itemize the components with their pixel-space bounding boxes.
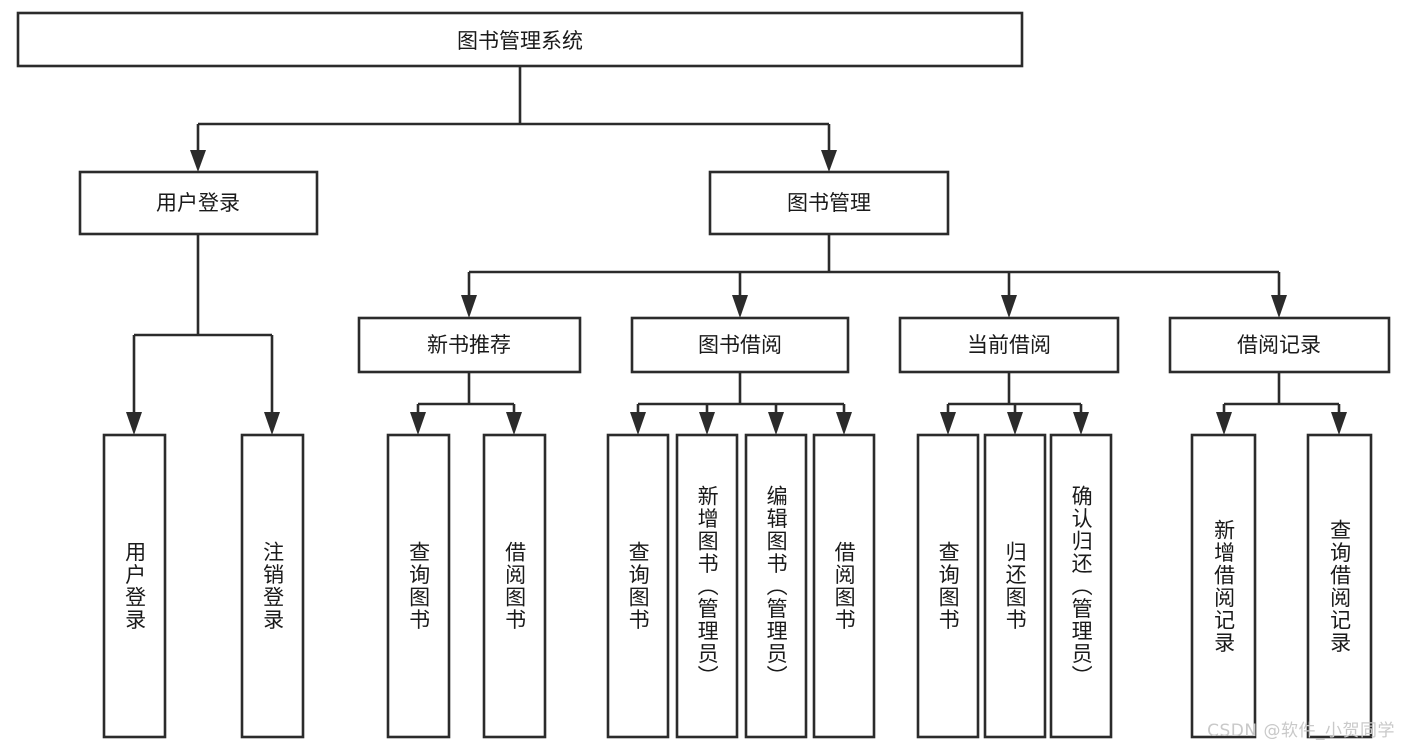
arrow-head-leaf-borrow-book-2 [836,412,852,435]
node-book-borrow[interactable] [630,316,850,374]
arrow-head-leaf-query-book-2 [630,412,646,435]
node-leaf-query-book-3[interactable] [916,433,980,739]
arrow-head-current-borrow [1001,295,1017,318]
node-leaf-edit-book[interactable] [744,433,808,739]
arrow-head-leaf-user-logout [264,412,280,435]
node-leaf-user-login[interactable] [102,433,167,739]
arrow-head-bookmanage [821,150,837,172]
arrow-head-userlogin [190,150,206,172]
node-book-manage[interactable] [708,170,950,236]
node-leaf-borrow-book-2[interactable] [812,433,876,739]
node-user-login[interactable] [78,170,319,236]
node-current-borrow-label: 当前借阅 [967,333,1051,357]
connector-group-book-borrow [630,372,852,435]
arrow-head-book-borrow [732,295,748,318]
node-leaf-add-book[interactable] [675,433,739,739]
node-root-label: 图书管理系统 [457,29,583,53]
arrow-head-leaf-return-book [1007,412,1023,435]
node-new-book-recommend[interactable] [357,316,582,374]
node-leaf-user-logout[interactable] [240,433,305,739]
connector-group-new-book-recommend [410,372,522,435]
node-root[interactable] [16,11,1024,68]
node-book-borrow-label: 图书借阅 [698,333,782,357]
csdn-watermark: CSDN @软件_小贺同学 [1207,721,1395,741]
node-borrow-record-label: 借阅记录 [1237,333,1321,357]
node-current-borrow[interactable] [898,316,1120,374]
arrow-head-leaf-confirm-return [1073,412,1089,435]
connector-group-bookmanage [461,234,1287,318]
arrow-head-borrow-record [1271,295,1287,318]
node-leaf-borrow-book-1[interactable] [482,433,547,739]
arrow-head-leaf-query-book-3 [940,412,956,435]
node-leaf-query-book-2[interactable] [606,433,670,739]
node-borrow-record[interactable] [1168,316,1391,374]
connector-group-root [190,66,837,172]
node-leaf-query-book-1[interactable] [386,433,451,739]
connector-group-userlogin [126,234,280,435]
arrow-head-leaf-add-record [1216,412,1232,435]
node-leaf-add-record[interactable] [1190,433,1257,739]
arrow-head-leaf-borrow-book-1 [506,412,522,435]
node-leaf-confirm-return[interactable] [1049,433,1113,739]
arrow-head-leaf-query-record [1331,412,1347,435]
connector-group-borrow-record [1216,372,1347,435]
node-leaf-query-record[interactable] [1306,433,1373,739]
connector-group-current-borrow [940,372,1089,435]
node-user-login-label: 用户登录 [156,191,240,215]
node-book-manage-label: 图书管理 [787,191,871,215]
arrow-head-new-book-recommend [461,295,477,318]
node-leaf-return-book[interactable] [983,433,1047,739]
arrow-head-leaf-edit-book [768,412,784,435]
arrow-head-leaf-add-book [699,412,715,435]
arrow-head-leaf-query-book-1 [410,412,426,435]
node-new-book-recommend-label: 新书推荐 [427,333,511,357]
arrow-head-leaf-user-login [126,412,142,435]
